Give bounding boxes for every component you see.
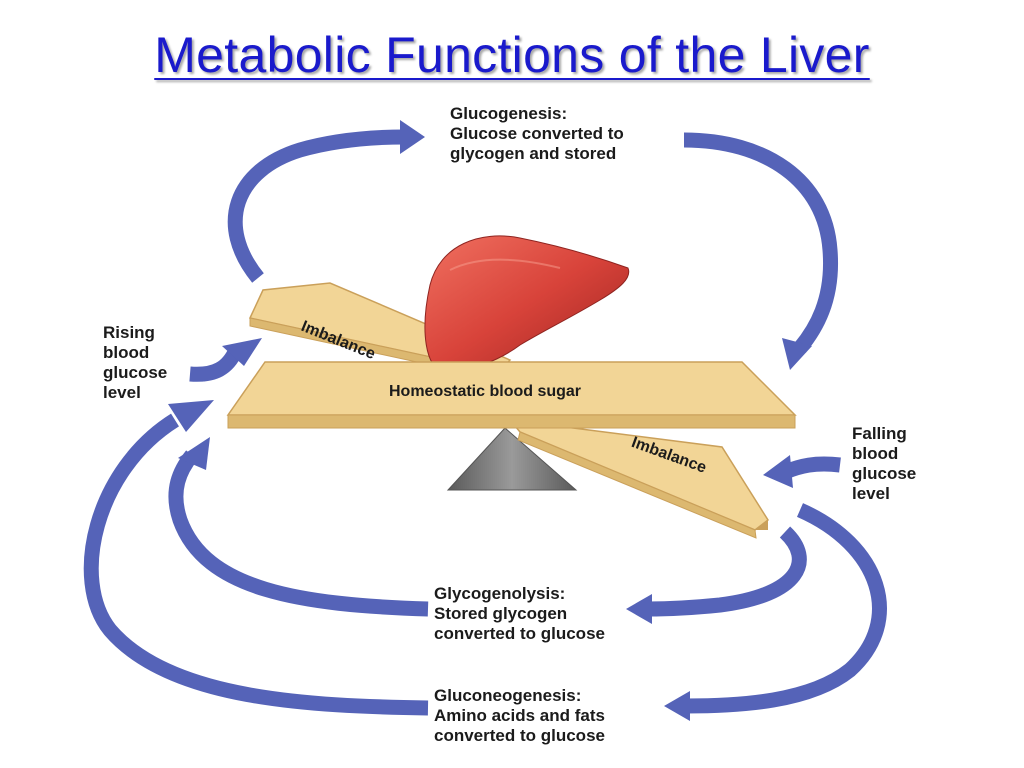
page-title: Metabolic Functions of the Liver: [154, 27, 870, 83]
fulcrum-icon: [446, 427, 578, 491]
falling-line-3: glucose: [852, 464, 917, 483]
glycogenolysis-label: Glycogenolysis: Stored glycogen converte…: [434, 584, 605, 644]
rising-line-3: glucose: [103, 363, 168, 382]
arrowhead-gluconeogenesis: [664, 691, 690, 721]
glycogenolysis-line-2: Stored glycogen: [434, 604, 568, 623]
gluconeogenesis-label: Gluconeogenesis: Amino acids and fats co…: [434, 686, 605, 746]
arrowhead-homeostatic-left-inner: [178, 437, 210, 470]
arrow-falling-blood-glucose: [782, 456, 841, 479]
arrowhead-rising: [222, 338, 262, 366]
arrowhead-glycogenolysis: [626, 594, 652, 624]
gluconeogenesis-line-2: Amino acids and fats: [434, 706, 605, 725]
liver-icon: [424, 235, 630, 373]
rising-line-4: level: [103, 383, 141, 402]
glycogenolysis-line-3: converted to glucose: [434, 624, 605, 643]
arrow-to-glycogenolysis: [647, 526, 807, 617]
glucogenesis-line-3: glycogen and stored: [450, 144, 617, 163]
homeostatic-plank: [226, 361, 797, 429]
rising-line-1: Rising: [103, 323, 155, 342]
glucogenesis-title: Glucogenesis:: [450, 104, 568, 123]
falling-line-2: blood: [852, 444, 899, 463]
arrow-to-gluconeogenesis: [685, 503, 887, 714]
arrowhead-glucogenesis: [400, 120, 425, 154]
arrow-from-glucogenesis: [683, 132, 839, 353]
gluconeogenesis-line-3: converted to glucose: [434, 726, 605, 745]
arrow-from-glycogenolysis: [168, 450, 429, 617]
glycogenolysis-title: Glycogenolysis:: [434, 584, 566, 603]
arrowhead-homeostatic-top-right: [782, 338, 812, 370]
arrowhead-falling: [763, 455, 793, 488]
rising-line-2: blood: [103, 343, 150, 362]
falling-glucose-label: Falling blood glucose level: [852, 424, 916, 504]
arrowhead-homeostatic-left-outer: [168, 400, 214, 432]
falling-line-4: level: [852, 484, 890, 503]
arrow-rising-blood-glucose: [189, 346, 243, 382]
falling-line-1: Falling: [852, 424, 907, 443]
arrow-to-glucogenesis: [227, 129, 406, 283]
arrow-from-gluconeogenesis: [83, 413, 429, 716]
homeostatic-label: Homeostatic blood sugar: [389, 383, 582, 400]
gluconeogenesis-title: Gluconeogenesis:: [434, 686, 582, 705]
rising-glucose-label: Rising blood glucose level: [103, 323, 167, 403]
right-imbalance-plank: [508, 419, 769, 539]
glucogenesis-line-2: Glucose converted to: [450, 124, 624, 143]
glucogenesis-label: Glucogenesis: Glucose converted to glyco…: [450, 104, 624, 164]
